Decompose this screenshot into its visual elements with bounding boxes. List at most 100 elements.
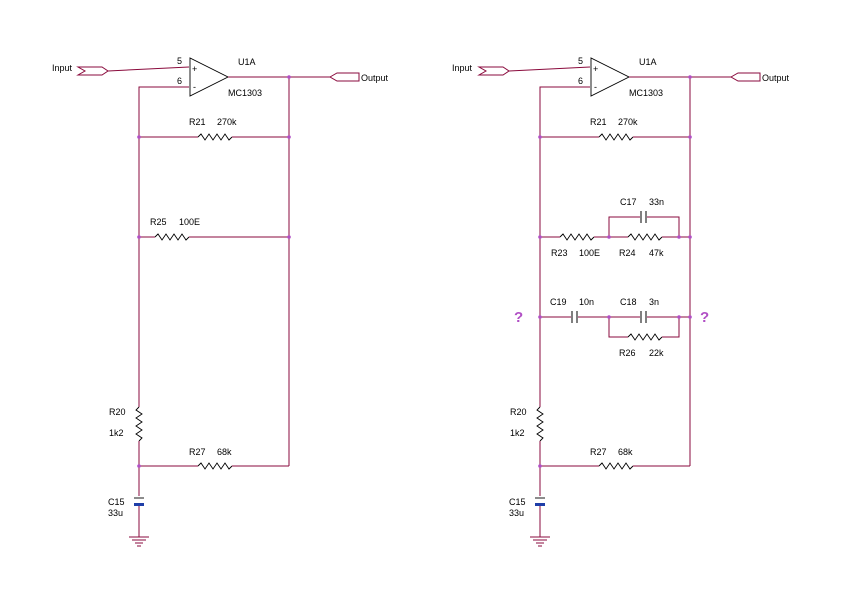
op-amp-part: MC1303 <box>228 88 262 98</box>
junction-dot <box>607 315 611 319</box>
input-label: Input <box>52 63 73 73</box>
question-mark-right: ? <box>700 309 709 326</box>
r27-ref: R27 <box>189 447 206 457</box>
junction-dot <box>538 464 542 468</box>
capacitor-c15[interactable] <box>134 497 144 506</box>
wire <box>647 216 680 237</box>
r27-ref: R27 <box>590 447 607 457</box>
output-label: Output <box>361 73 389 83</box>
c19-ref: C19 <box>550 297 567 307</box>
junction-dot <box>688 315 692 319</box>
op-amp-ref: U1A <box>238 57 256 67</box>
resistor-r23[interactable] <box>559 233 595 241</box>
resistor-r21[interactable] <box>598 133 634 141</box>
wire <box>539 86 590 137</box>
resistor-r25[interactable] <box>154 233 190 241</box>
input-port[interactable] <box>76 66 109 76</box>
r23-ref: R23 <box>551 248 568 258</box>
r25-value: 100E <box>179 217 200 227</box>
r21-ref: R21 <box>189 117 206 127</box>
c17-value: 33n <box>649 197 664 207</box>
op-amp-u1a[interactable]: + - <box>189 57 230 97</box>
ground-icon <box>129 536 149 547</box>
r25-ref: R25 <box>150 217 167 227</box>
output-label: Output <box>762 73 790 83</box>
r20-ref: R20 <box>510 407 527 417</box>
capacitor-c18[interactable] <box>640 311 647 323</box>
capacitor-c17[interactable] <box>640 211 647 223</box>
c18-ref: C18 <box>620 297 637 307</box>
junction-dot <box>137 235 141 239</box>
pin-6-label: 6 <box>177 76 182 86</box>
op-amp-u1a[interactable]: + - <box>590 57 631 97</box>
capacitor-c19[interactable] <box>571 311 578 323</box>
capacitor-c15[interactable] <box>535 497 545 506</box>
op-amp-plus-sign: + <box>192 64 197 74</box>
junction-dot <box>287 235 291 239</box>
right-schematic: Input + - 5 6 U1A MC1303 Output R21 270k… <box>452 56 790 547</box>
c15-value: 33u <box>108 508 123 518</box>
r20-ref: R20 <box>109 407 126 417</box>
r26-value: 22k <box>649 348 664 358</box>
resistor-r20[interactable] <box>536 406 544 442</box>
junction-dot <box>688 135 692 139</box>
c15-ref: C15 <box>108 497 125 507</box>
wire <box>138 86 189 137</box>
ground-icon <box>530 536 550 547</box>
op-amp-plus-sign: + <box>593 64 598 74</box>
r23-value: 100E <box>579 248 600 258</box>
wire <box>608 216 640 237</box>
input-label: Input <box>452 63 473 73</box>
junction-dot <box>677 315 681 319</box>
c17-ref: C17 <box>620 197 637 207</box>
r24-ref: R24 <box>619 248 636 258</box>
junction-dot <box>688 75 692 79</box>
junction-dot <box>287 75 291 79</box>
junction-dot <box>538 235 542 239</box>
op-amp-minus-sign: - <box>594 82 597 92</box>
wire <box>508 66 591 72</box>
resistor-r21[interactable] <box>197 133 233 141</box>
c18-value: 3n <box>649 297 659 307</box>
wire <box>107 66 190 72</box>
wire <box>662 317 680 338</box>
r20-value: 1k2 <box>109 428 124 438</box>
junction-dot <box>538 315 542 319</box>
op-amp-ref: U1A <box>639 57 657 67</box>
pin-5-label: 5 <box>578 56 583 66</box>
output-port[interactable] <box>328 72 360 82</box>
junction-dot <box>538 135 542 139</box>
c15-value: 33u <box>509 508 524 518</box>
junction-dot <box>137 464 141 468</box>
r27-value: 68k <box>217 447 232 457</box>
resistor-r27[interactable] <box>598 462 634 470</box>
r26-ref: R26 <box>619 348 636 358</box>
pin-6-label: 6 <box>578 76 583 86</box>
r21-ref: R21 <box>590 117 607 127</box>
question-mark-left: ? <box>514 309 523 326</box>
junction-dot <box>688 235 692 239</box>
resistor-r26[interactable] <box>627 333 663 341</box>
output-port[interactable] <box>729 72 761 82</box>
wire <box>608 317 628 338</box>
resistor-r27[interactable] <box>197 462 233 470</box>
op-amp-minus-sign: - <box>193 82 196 92</box>
c19-value: 10n <box>579 297 594 307</box>
op-amp-part: MC1303 <box>629 88 663 98</box>
r21-value: 270k <box>217 117 237 127</box>
junction-dot <box>137 135 141 139</box>
r27-value: 68k <box>618 447 633 457</box>
left-schematic: Input + - 5 6 U1A MC1303 Output R21 270k… <box>52 56 389 547</box>
r24-value: 47k <box>649 248 664 258</box>
resistor-r24[interactable] <box>627 233 663 241</box>
resistor-r20[interactable] <box>135 406 143 442</box>
junction-dot <box>677 235 681 239</box>
c15-ref: C15 <box>509 497 526 507</box>
r20-value: 1k2 <box>510 428 525 438</box>
pin-5-label: 5 <box>177 56 182 66</box>
r21-value: 270k <box>618 117 638 127</box>
junction-dot <box>607 235 611 239</box>
junction-dot <box>287 135 291 139</box>
input-port[interactable] <box>477 66 510 76</box>
